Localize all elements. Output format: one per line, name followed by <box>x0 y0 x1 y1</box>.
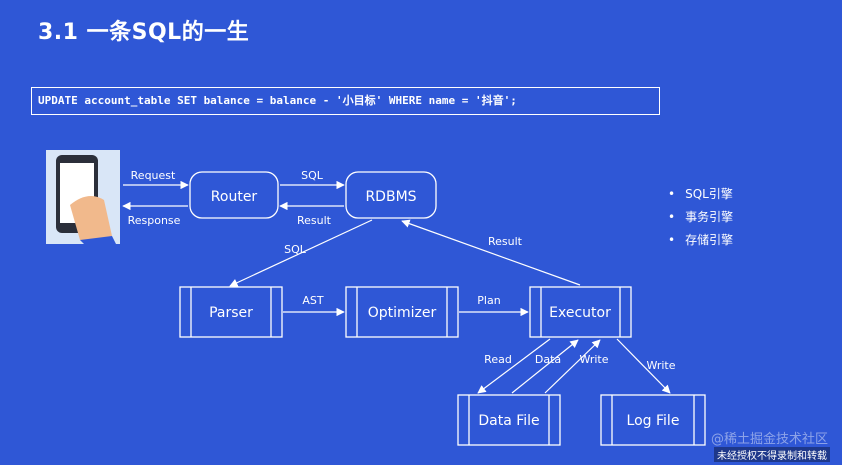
write-data-arrow <box>544 339 601 394</box>
router-label: Router <box>211 189 258 205</box>
plan-label: Plan <box>477 294 500 307</box>
data-label: Data <box>535 353 561 366</box>
sql-statement-box: UPDATE account_table SET balance = balan… <box>31 87 660 115</box>
phone-hand-icon <box>46 150 120 244</box>
rdbms-label: RDBMS <box>365 189 416 205</box>
rdbms-node <box>345 171 437 219</box>
engine-list: SQL引擎 事务引擎 存储引擎 <box>668 183 733 252</box>
optimizer-label: Optimizer <box>368 305 437 321</box>
engine-item-sql: SQL引擎 <box>668 183 733 206</box>
router-node <box>189 171 279 219</box>
data-file-node <box>457 394 561 446</box>
read-arrow <box>477 338 551 394</box>
watermark: @稀土掘金技术社区 <box>710 432 828 447</box>
write-log-label: Write <box>646 359 675 372</box>
data-arrow <box>511 339 579 394</box>
executor-node <box>529 286 632 338</box>
parser-label: Parser <box>209 305 253 321</box>
ast-label: AST <box>302 294 324 307</box>
response-label: Response <box>128 214 181 227</box>
sql-mid-arrow <box>229 219 373 287</box>
write-data-label: Write <box>579 353 608 366</box>
result-mid-arrow <box>401 219 581 286</box>
sql-top-label: SQL <box>301 169 324 182</box>
engine-item-storage: 存储引擎 <box>668 229 733 252</box>
page-title: 3.1 一条SQL的一生 <box>38 20 250 45</box>
log-file-node <box>600 394 706 446</box>
request-label: Request <box>131 169 176 182</box>
parser-node <box>179 286 283 338</box>
read-label: Read <box>484 353 512 366</box>
result-mid-label: Result <box>488 235 523 248</box>
executor-label: Executor <box>549 305 611 321</box>
result-top-label: Result <box>297 214 332 227</box>
data-file-label: Data File <box>478 413 539 429</box>
sql-mid-label: SQL <box>284 243 307 256</box>
watermark-note: 未经授权不得录制和转载 <box>714 447 830 462</box>
log-file-label: Log File <box>627 413 680 429</box>
write-log-arrow <box>616 338 671 394</box>
engine-item-transaction: 事务引擎 <box>668 206 733 229</box>
optimizer-node <box>345 286 459 338</box>
